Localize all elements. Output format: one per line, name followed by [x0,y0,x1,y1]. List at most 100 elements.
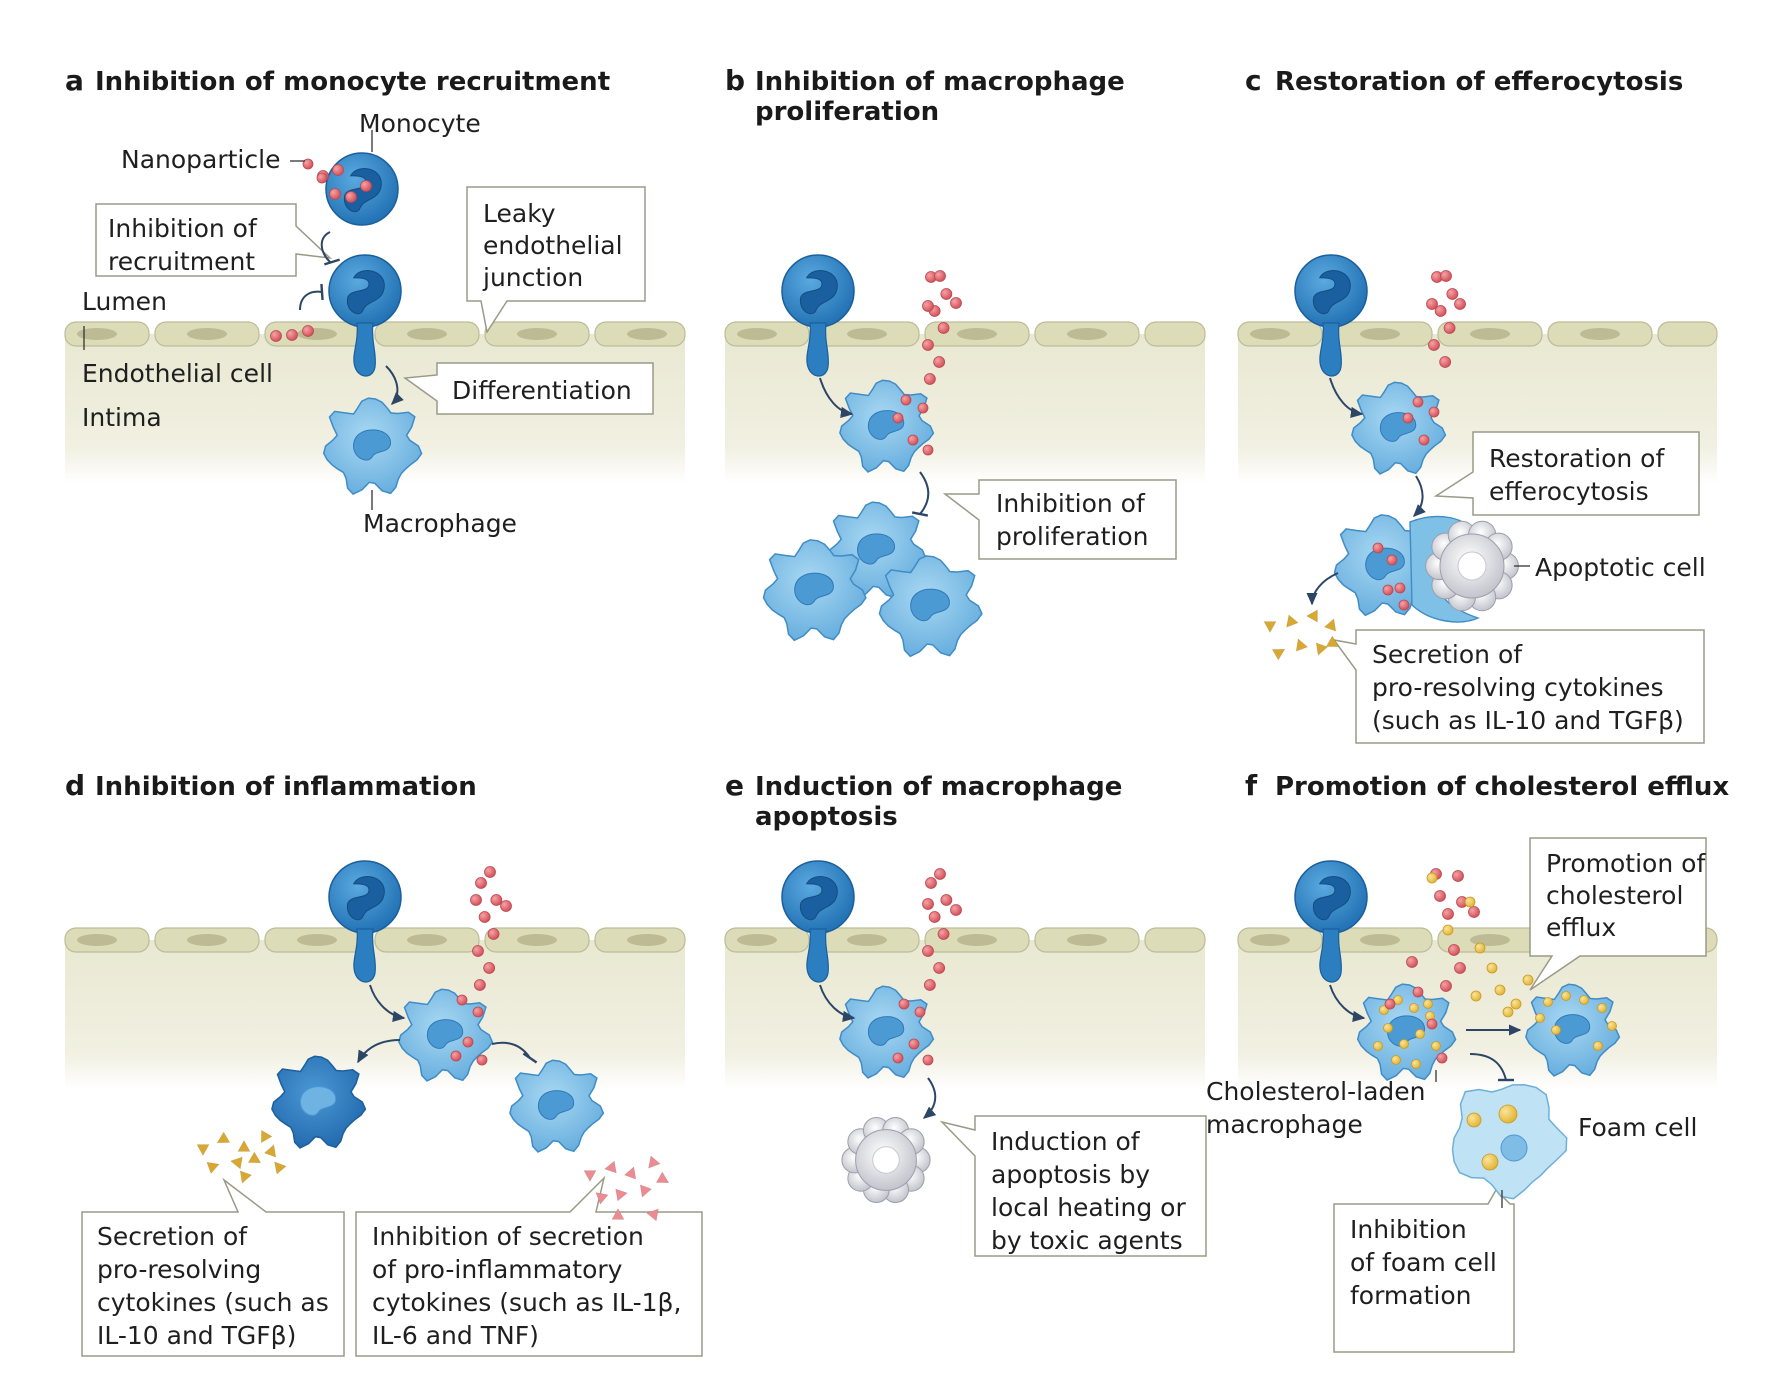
panel-b-nanoparticle [950,297,962,309]
panel-d-callout-secretion [81,1177,345,1357]
panel-d-nanoparticle [478,911,491,923]
panel-c-nanoparticle [1454,298,1466,310]
panel-e-nanoparticle [908,1038,920,1050]
panel-f-cholesterol-particle [1551,1025,1561,1035]
panel-d-nanoparticle [490,894,503,906]
panel-b-nanoparticle [922,300,934,312]
panel-c-nanoparticle [1386,554,1398,566]
macrophage-nucleus [867,1016,905,1046]
panel-f-callout-foam [1333,1188,1515,1353]
panel-f-letter: f [1245,769,1258,802]
panel-f-cholesterol-particle [1411,1059,1421,1069]
panel-b-nanoparticle [940,288,953,300]
panel-f-cholesterol-particle [1464,896,1476,908]
panel-e-nanoparticle [923,979,936,991]
monocyte-nucleus [1312,270,1351,315]
panel-f-cholesterol-particle [1579,995,1589,1005]
panel-d-nanoparticle [470,894,482,906]
monocyte-protrusion [353,322,377,377]
endothelial-nucleus [957,328,997,340]
panel-f-cholesterol-particle [1373,1041,1383,1051]
endothelial-nucleus [1067,328,1107,340]
panel-f-inhibition-foam-arrow [1469,1053,1507,1081]
monocyte-nucleus [799,876,838,921]
panel-d-pro-resolving-cytokine [237,1139,251,1152]
endothelial-nucleus [847,934,887,946]
panel-d-pro-inflammatory-cytokine [623,1166,637,1180]
panel-f-intima [1238,940,1717,1090]
endothelial-nucleus [847,328,887,340]
macrophage-nucleus [1553,1014,1591,1044]
panel-f-cholesterol-particle [1522,974,1534,986]
endothelial-nucleus [77,328,117,340]
panel-f-foam-lipid-droplet [1498,1104,1518,1124]
panel-b-nanoparticle [937,322,950,334]
panel-b-title: proliferation [755,97,939,127]
panel-b-nanoparticle [892,412,904,424]
panel-f-cholesterol-particle [1494,984,1506,996]
panel-b-callout [942,479,1177,560]
panel-c-nanoparticle [1394,582,1406,594]
panel-f-nanoparticle [1406,956,1418,968]
panel-d-polarization-arrow [357,1039,401,1064]
endothelial-nucleus [517,328,557,340]
panel-e-differentiation-arrow [819,984,856,1022]
panel-c-differentiation-arrow [1329,377,1364,418]
panel-c-callout-restoration [1433,431,1700,516]
panel-a-title: Inhibition of monocyte recruitment [95,67,610,97]
endothelial-nucleus [1360,328,1400,340]
panel-f-cholesterol-particle [1391,1055,1401,1065]
panel-f-laden-label: Cholesterol-laden [1206,1077,1425,1106]
panel-d-pro-inflammatory-cytokine [611,1207,625,1220]
panel-e-transmigrating-monocyte [781,860,855,983]
panel-f-inhibition-label: formation [1350,1281,1472,1310]
panel-d-nanoparticle [500,900,512,912]
panel-a-monocyte-label: Monocyte [359,109,481,138]
panel-a-lumen-label: Lumen [82,287,167,316]
panel-f-nanoparticle [1412,986,1424,998]
panel-d-pro-inflammatory-cytokine [655,1171,670,1184]
panel-f-cholesterol-particle [1409,1003,1419,1013]
panel-e-nanoparticle [928,911,941,923]
panel-e-label: Induction of [991,1127,1141,1156]
panel-d-secretion-label: cytokines (such as [97,1288,329,1317]
panel-d-pro-resolving-cytokine [239,1170,253,1184]
panel-a-macrophage-label: Macrophage [363,509,517,538]
endothelial-nucleus [1470,328,1510,340]
endothelial-nucleus [407,934,447,946]
panel-d-pro-resolving-cytokine [260,1129,273,1144]
panel-a-callout-differentiation [402,362,654,415]
panel-e-nanoparticle [937,928,950,940]
panel-d-nanoparticle [462,1036,474,1048]
panel-a-callout-recruitment [95,203,333,277]
panel-f-nanoparticle [1384,998,1396,1010]
panel-f-cholesterol-particle [1415,1029,1425,1039]
panel-f-cholesterol-particle [1593,1041,1603,1051]
panel-f-cholesterol-particle [1543,997,1553,1007]
endothelial-nucleus [1067,934,1107,946]
endothelial-nucleus [407,328,447,340]
panel-b-letter: b [725,64,745,97]
panel-f-cholesterol-particle [1502,1006,1514,1018]
endothelial-nucleus [77,934,117,946]
panel-c-secretion-label: (such as IL-10 and TGFβ) [1372,706,1684,735]
endothelial-nucleus [187,328,227,340]
panel-a-endothelial-label: Endothelial cell [82,359,273,388]
panel-f-cholesterol-particle [1442,924,1454,936]
panel-d-nanoparticle [450,1050,462,1062]
panel-b-differentiation-arrow [819,377,854,418]
panel-a-inhibition-recruitment-2 [299,290,323,311]
panel-d-inhibition-label: cytokines (such as IL-1β, [372,1288,681,1317]
tissue-layer [64,186,1718,1357]
panel-d-secretion-label: Secretion of [97,1222,248,1251]
panel-f-title: Promotion of cholesterol efflux [1275,772,1729,802]
panel-d-pro-resolving-cytokine [206,1161,220,1175]
panel-c-secretion-arrow [1306,572,1339,606]
panel-f-cholesterol-particle [1423,999,1433,1009]
panel-f-cholesterol-particle [1510,998,1522,1010]
panel-d-differentiation-arrow [369,984,406,1022]
panel-f-laden-label: macrophage [1206,1110,1363,1139]
panel-a-nanoparticle [302,325,314,337]
